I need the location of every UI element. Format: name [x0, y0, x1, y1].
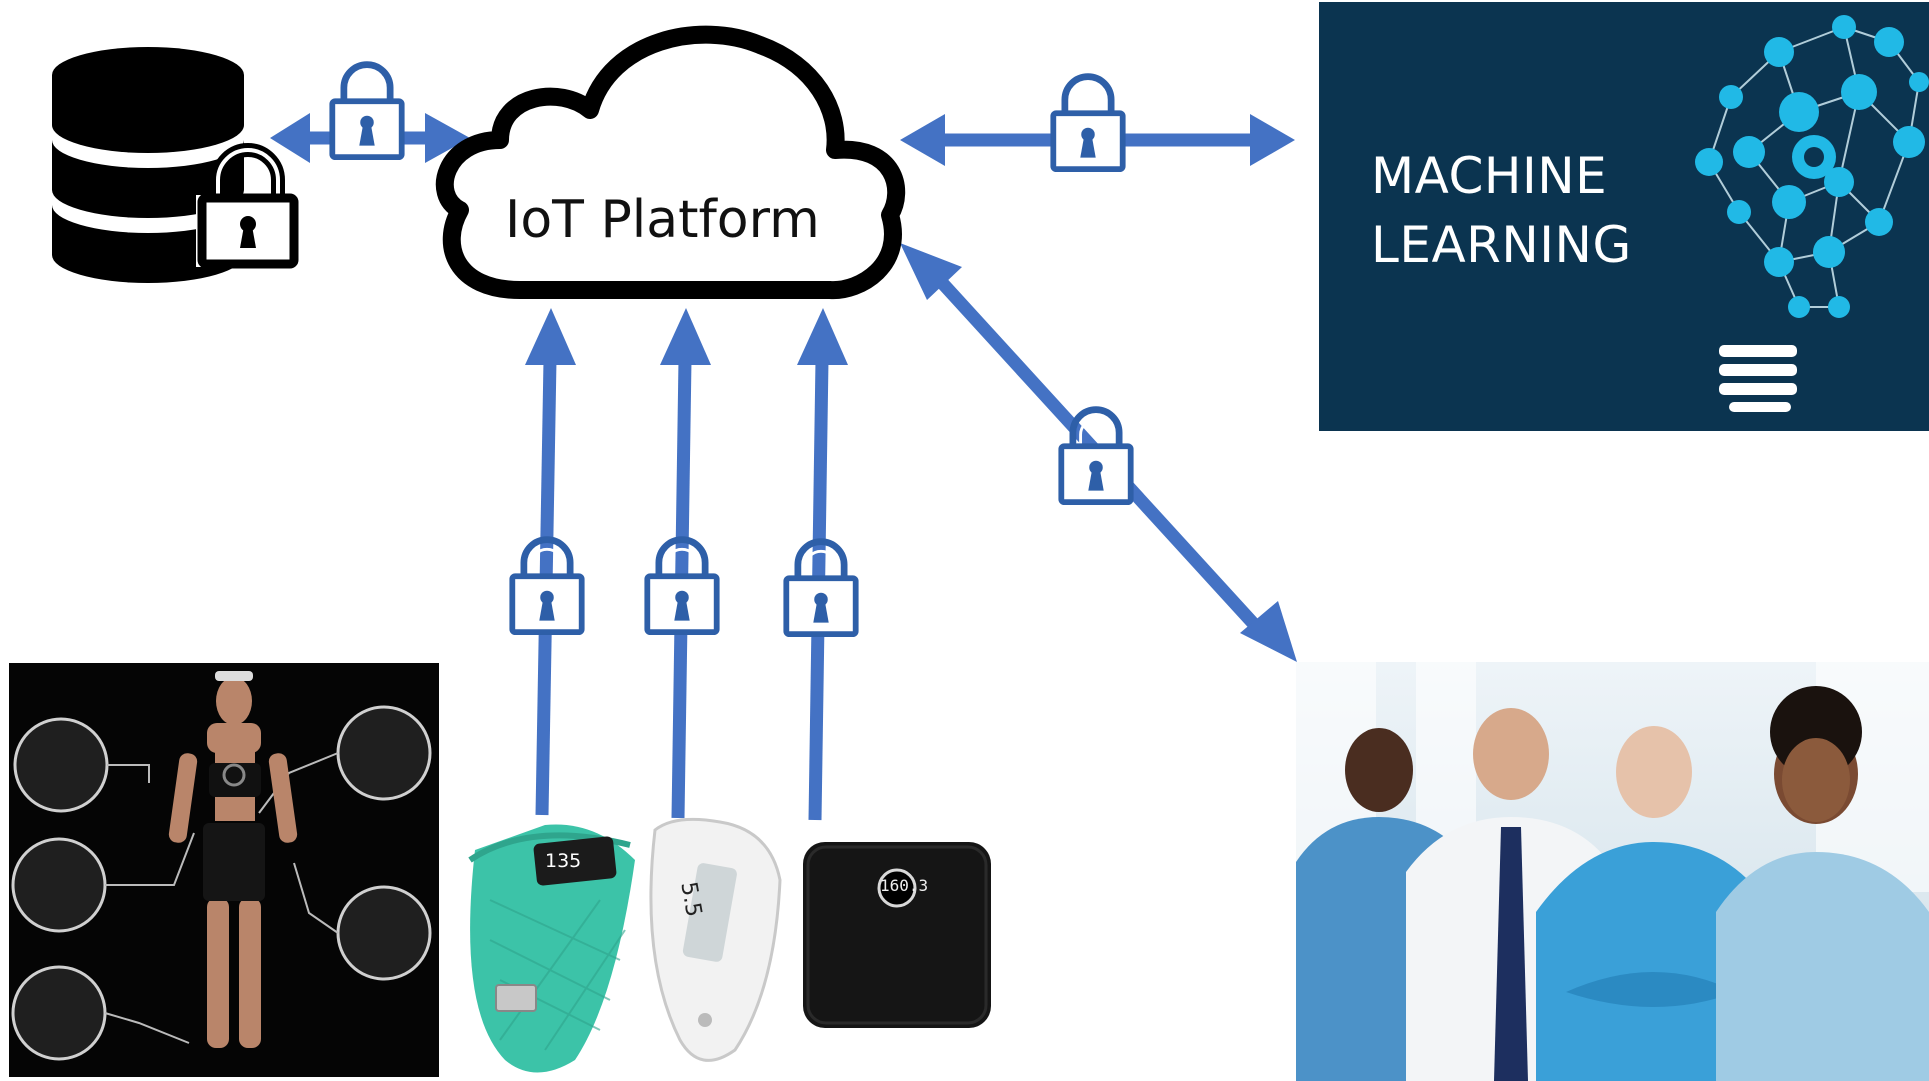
healthcare-team-image	[1296, 662, 1929, 1081]
smart-scale-image	[803, 842, 991, 1028]
ml-title-line1: MACHINE	[1371, 147, 1608, 205]
database-lock-icon	[196, 143, 302, 269]
fitness-band-image	[468, 824, 635, 1073]
scale-reading: 160.3	[880, 876, 929, 895]
iot-platform-label: IoT Platform	[505, 190, 820, 250]
bulb-base	[1719, 345, 1797, 412]
database-icon	[52, 47, 302, 283]
wearable-athlete-image	[9, 663, 439, 1077]
doctors-illustration	[1296, 662, 1929, 1081]
gear-icon	[1792, 135, 1836, 179]
athlete-illustration	[11, 671, 432, 1061]
fitness-band-reading: 135	[545, 850, 582, 872]
sensor-device-image	[649, 817, 782, 1062]
padlock-icon	[332, 65, 401, 158]
ml-title-line2: LEARNING	[1371, 216, 1632, 274]
cloud-icon	[435, 25, 906, 300]
machine-learning-panel: MACHINE LEARNING	[1319, 2, 1929, 431]
padlock-icon	[1053, 77, 1122, 170]
padlock-icon	[1061, 410, 1130, 503]
lightbulb-network-icon	[1695, 15, 1929, 412]
